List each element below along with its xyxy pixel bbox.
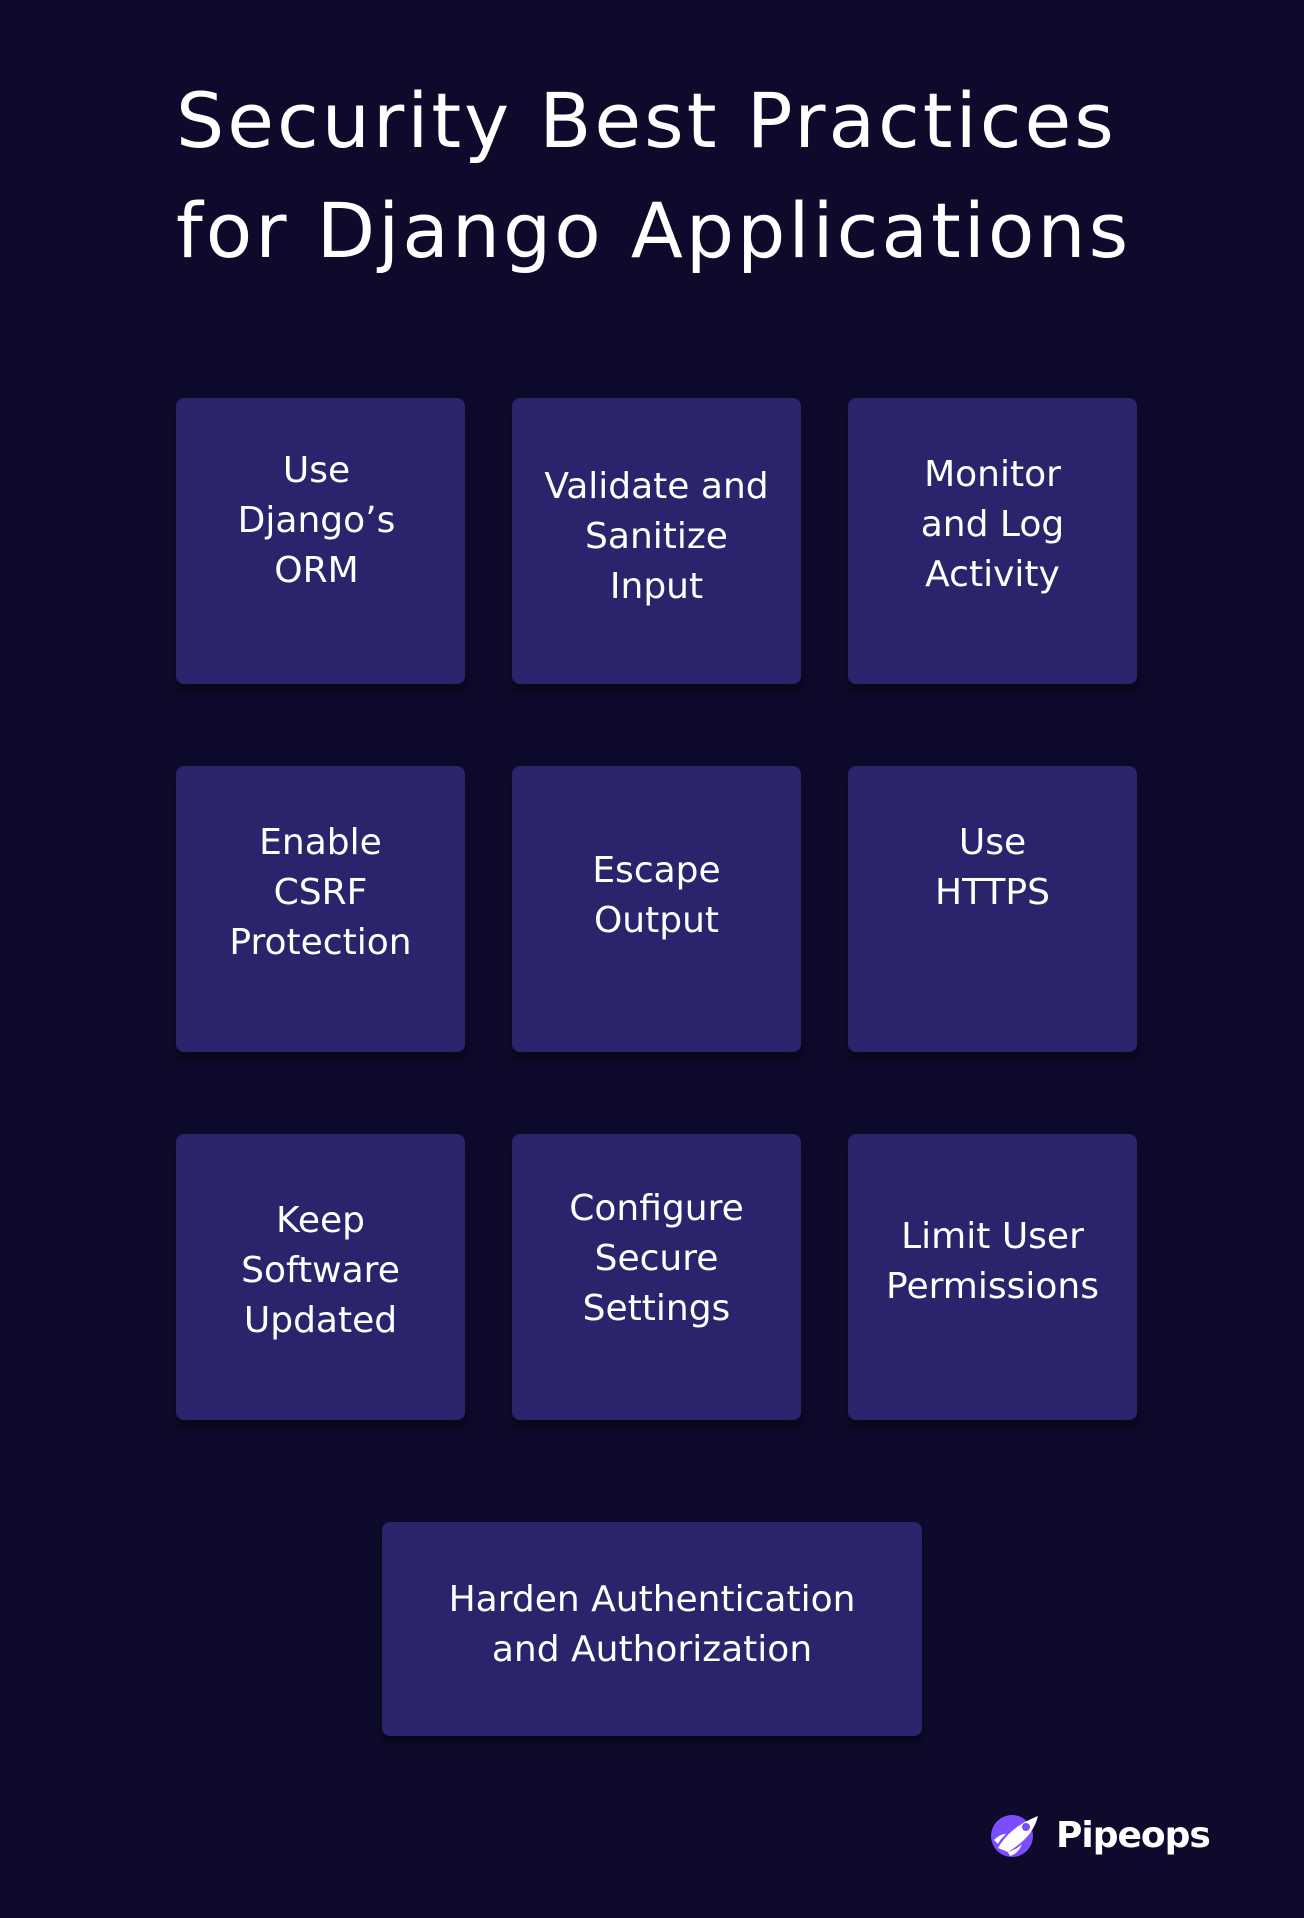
title-line-2: for Django Applications xyxy=(176,186,1132,275)
rocket-logo-icon xyxy=(991,1815,1038,1857)
practice-card-label: Validate and Sanitize Input xyxy=(544,466,769,607)
brand-name: Pipeops xyxy=(1056,1814,1211,1856)
practice-card-harden-auth: Harden Authentication and Authorization xyxy=(382,1522,922,1736)
practice-card-monitor-log: Monitor and Log Activity xyxy=(848,398,1137,684)
practice-card-software-updated: Keep Software Updated xyxy=(176,1134,465,1420)
practice-card-label: Enable CSRF Protection xyxy=(229,822,412,963)
practice-card-django-orm: Use Django’s ORM xyxy=(176,398,465,684)
practice-card-escape-output: Escape Output xyxy=(512,766,801,1052)
practice-card-https: Use HTTPS xyxy=(848,766,1137,1052)
practice-card-label: Monitor and Log Activity xyxy=(920,454,1065,595)
practice-card-label: Use HTTPS xyxy=(935,822,1050,913)
practice-card-label: Limit User Permissions xyxy=(886,1216,1099,1307)
practice-card-validate-input: Validate and Sanitize Input xyxy=(512,398,801,684)
practice-card-label: Keep Software Updated xyxy=(241,1200,400,1341)
practice-card-label: Harden Authentication and Authorization xyxy=(448,1579,856,1670)
practice-card-label: Use Django’s ORM xyxy=(237,450,396,591)
title-line-1: Security Best Practices xyxy=(176,76,1117,165)
practice-card-secure-settings: Configure Secure Settings xyxy=(512,1134,801,1420)
practice-card-label: Configure Secure Settings xyxy=(569,1188,744,1329)
page-title: Security Best Practices for Django Appli… xyxy=(176,66,1176,286)
practice-card-csrf: Enable CSRF Protection xyxy=(176,766,465,1052)
practice-card-user-permissions: Limit User Permissions xyxy=(848,1134,1137,1420)
practice-card-label: Escape Output xyxy=(592,850,721,941)
brand-logo: Pipeops xyxy=(988,1810,1211,1860)
